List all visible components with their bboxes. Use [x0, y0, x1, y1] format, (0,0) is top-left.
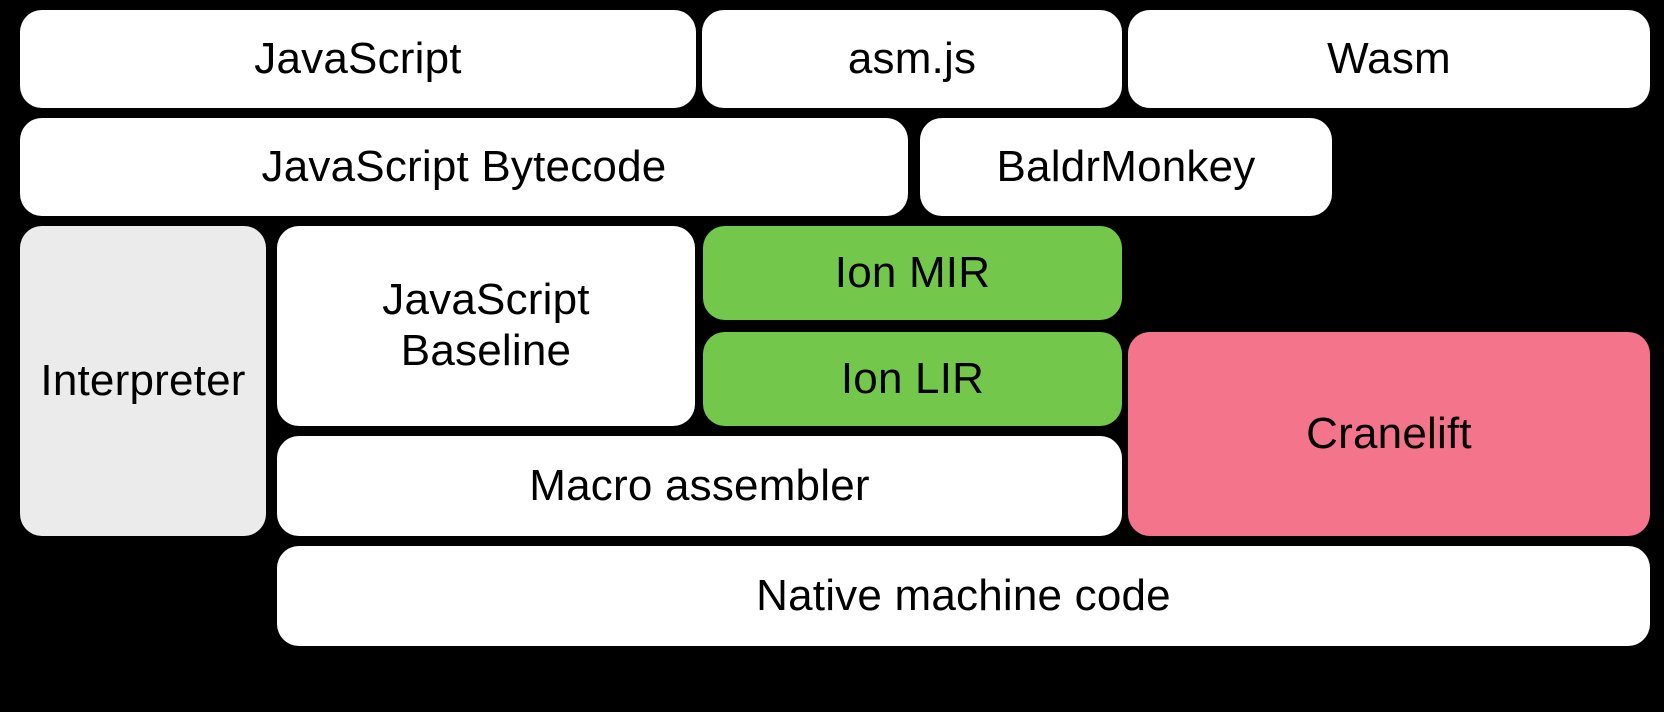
node-macro-assembler[interactable]: Macro assembler	[277, 436, 1122, 536]
node-javascript-baseline[interactable]: JavaScript Baseline	[277, 226, 695, 426]
node-interpreter[interactable]: Interpreter	[20, 226, 266, 536]
node-javascript[interactable]: JavaScript	[20, 10, 696, 108]
node-asm-js[interactable]: asm.js	[702, 10, 1122, 108]
node-ion-lir[interactable]: Ion LIR	[703, 332, 1122, 426]
node-wasm[interactable]: Wasm	[1128, 10, 1650, 108]
node-native-machine-code[interactable]: Native machine code	[277, 546, 1650, 646]
node-cranelift[interactable]: Cranelift	[1128, 332, 1650, 536]
node-javascript-bytecode[interactable]: JavaScript Bytecode	[20, 118, 908, 216]
node-baldrmonkey[interactable]: BaldrMonkey	[920, 118, 1332, 216]
node-ion-mir[interactable]: Ion MIR	[703, 226, 1122, 320]
